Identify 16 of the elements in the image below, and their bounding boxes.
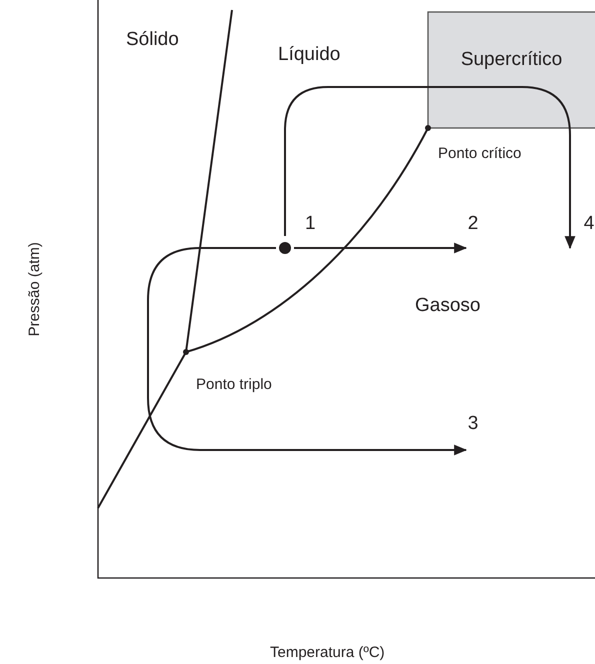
phase-label: Líquido — [278, 45, 340, 66]
point-label: Ponto crítico — [438, 146, 522, 162]
process-arrow — [147, 247, 468, 456]
point-number: 1 — [305, 214, 316, 235]
axis-title: Pressão (atm) — [26, 241, 44, 338]
phase-label: Supercrítico — [460, 50, 564, 71]
path-end-number: 4 — [583, 214, 595, 238]
axis-title: Temperatura (ºC) — [270, 645, 385, 662]
point-label: Ponto triplo — [196, 377, 272, 394]
state-point — [279, 242, 291, 254]
process-arrow — [284, 86, 576, 250]
path-end-number: 2 — [466, 214, 480, 238]
phase-label: Sólido — [126, 30, 179, 51]
process-arrow — [294, 242, 468, 254]
path-end-number: 3 — [466, 414, 480, 438]
phase-label: Gasoso — [415, 296, 480, 317]
